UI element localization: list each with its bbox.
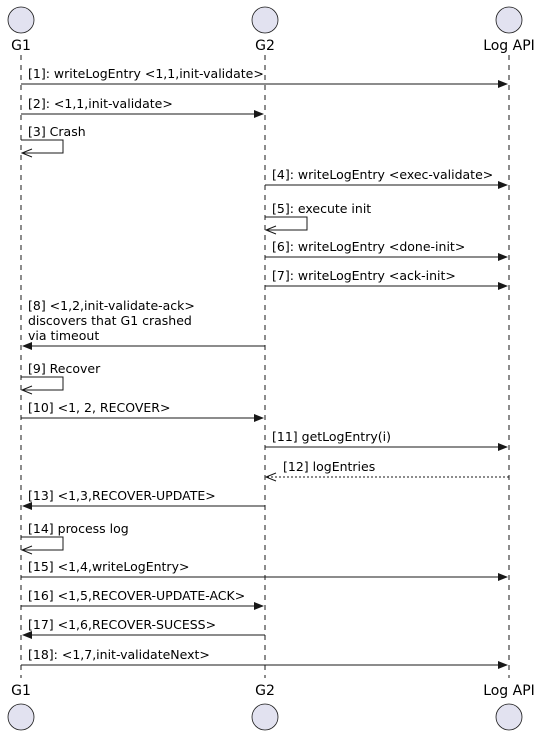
arrowhead	[498, 80, 508, 88]
message-line	[265, 216, 308, 231]
actor-label: Log API	[483, 683, 535, 699]
message-15: [15] <1,4,writeLogEntry>	[21, 559, 508, 581]
message-label: [7]: writeLogEntry <ack-init>	[272, 268, 456, 283]
message-line	[21, 376, 64, 391]
message-4: [4]: writeLogEntry <exec-validate>	[265, 167, 508, 189]
message-line	[21, 139, 64, 154]
arrowhead	[20, 385, 33, 395]
arrowhead	[254, 110, 264, 118]
arrowhead	[254, 414, 264, 422]
message-9: [9] Recover	[20, 361, 101, 395]
message-label: [15] <1,4,writeLogEntry>	[28, 559, 189, 574]
arrowhead	[498, 573, 508, 581]
arrowhead	[20, 545, 33, 555]
arrowhead	[498, 253, 508, 261]
message-label: [12] logEntries	[283, 459, 375, 474]
arrowhead	[22, 502, 32, 510]
message-13: [13] <1,3,RECOVER-UPDATE>	[22, 488, 265, 510]
arrowhead	[498, 181, 508, 189]
message-label: [3] Crash	[28, 124, 86, 139]
arrowhead	[498, 443, 508, 451]
message-label: [4]: writeLogEntry <exec-validate>	[272, 167, 493, 182]
actor-icon	[495, 6, 523, 34]
message-label: [10] <1, 2, RECOVER>	[28, 400, 170, 415]
message-10: [10] <1, 2, RECOVER>	[21, 400, 264, 422]
actor-log-top: Log API	[483, 6, 535, 54]
message-16: [16] <1,5,RECOVER-UPDATE-ACK>	[21, 588, 264, 610]
actor-icon	[251, 703, 279, 731]
message-17: [17] <1,6,RECOVER-SUCESS>	[22, 617, 265, 639]
actor-label: G1	[11, 683, 31, 699]
arrowhead	[498, 282, 508, 290]
message-label: [2]: <1,1,init-validate>	[28, 96, 173, 111]
message-label: [18]: <1,7,init-validateNext>	[28, 647, 210, 662]
actor-g1-bottom: G1	[7, 683, 35, 731]
message-label: [1]: writeLogEntry <1,1,init-validate>	[28, 66, 264, 81]
message-8: [8] <1,2,init-validate-ack> discovers th…	[22, 298, 265, 350]
message-label: [9] Recover	[28, 361, 101, 376]
actor-g1-top: G1	[7, 6, 35, 54]
actor-g2-bottom: G2	[251, 683, 279, 731]
message-label: [17] <1,6,RECOVER-SUCESS>	[28, 617, 216, 632]
actor-log-bottom: Log API	[483, 683, 535, 731]
message-label: [5]: execute init	[272, 201, 371, 216]
actor-icon	[495, 703, 523, 731]
message-label: [11] getLogEntry(i)	[272, 429, 391, 444]
arrowhead	[254, 602, 264, 610]
message-14: [14] process log	[20, 521, 129, 555]
message-line	[21, 536, 64, 551]
messages: [1]: writeLogEntry <1,1,init-validate> [2…	[20, 66, 509, 669]
message-7: [7]: writeLogEntry <ack-init>	[265, 268, 508, 290]
message-label: [13] <1,3,RECOVER-UPDATE>	[28, 488, 216, 503]
message-12: [12] logEntries	[264, 459, 509, 482]
arrowhead	[22, 342, 32, 350]
actor-icon	[251, 6, 279, 34]
message-1: [1]: writeLogEntry <1,1,init-validate>	[21, 66, 508, 88]
message-11: [11] getLogEntry(i)	[265, 429, 508, 451]
message-label: via timeout	[28, 328, 99, 343]
actor-icon	[7, 703, 35, 731]
actor-label: G2	[255, 38, 275, 54]
message-label: [6]: writeLogEntry <done-init>	[272, 239, 465, 254]
actor-icon	[7, 6, 35, 34]
actor-label: G2	[255, 683, 275, 699]
message-2: [2]: <1,1,init-validate>	[21, 96, 264, 118]
message-label: [8] <1,2,init-validate-ack>	[28, 298, 195, 313]
message-3: [3] Crash	[20, 124, 86, 158]
message-label: [16] <1,5,RECOVER-UPDATE-ACK>	[28, 588, 245, 603]
arrowhead	[20, 148, 33, 158]
arrowhead	[498, 661, 508, 669]
lifelines	[20, 55, 510, 678]
actor-label: Log API	[483, 38, 535, 54]
message-6: [6]: writeLogEntry <done-init>	[265, 239, 508, 261]
arrowhead	[22, 631, 32, 639]
message-label: discovers that G1 crashed	[28, 313, 192, 328]
message-5: [5]: execute init	[264, 201, 371, 235]
actor-label: G1	[11, 38, 31, 54]
arrowhead	[264, 225, 277, 235]
actor-g2-top: G2	[251, 6, 279, 54]
arrowhead	[264, 472, 277, 482]
message-18: [18]: <1,7,init-validateNext>	[21, 647, 508, 669]
message-label: [14] process log	[28, 521, 129, 536]
